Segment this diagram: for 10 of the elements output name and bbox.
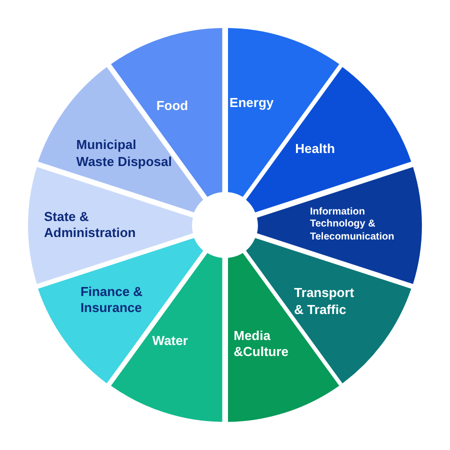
segment-label: Water	[152, 332, 189, 350]
segment-label: Energy	[230, 95, 275, 112]
segment-label: Media &Culture	[234, 328, 290, 360]
segment-label: State & Administration	[44, 208, 137, 242]
segment-label: Health	[295, 140, 336, 157]
segment-label: Finance & Insurance	[80, 284, 144, 316]
segment-label: Transport & Traffic	[294, 285, 356, 318]
segment-label: Food	[156, 98, 190, 114]
segment-label: Information Technology & Telecomunication	[310, 206, 396, 244]
segment-label: Municipal Waste Disposal	[76, 137, 173, 170]
